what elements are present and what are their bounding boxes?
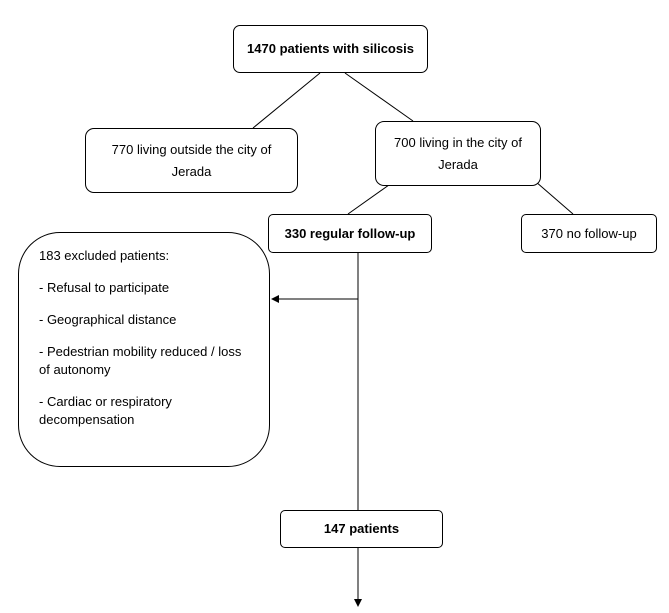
final-patients-box: 147 patients: [280, 510, 443, 548]
connector-root-outside: [252, 72, 321, 129]
inside-box: 700 living in the city of Jerada: [375, 121, 541, 186]
no-followup-box: 370 no follow-up: [521, 214, 657, 253]
regular-followup-box: 330 regular follow-up: [268, 214, 432, 253]
root-box: 1470 patients with silicosis: [233, 25, 428, 73]
final-patients-label: 147 patients: [323, 521, 400, 536]
excluded-patients-box: 183 excluded patients: - Refusal to part…: [18, 232, 270, 467]
no-followup-label: 370 no follow-up: [541, 225, 637, 241]
excluded-reason: - Cardiac or respiratory decompensation: [39, 394, 172, 427]
inside-label: 700 living in the city of Jerada: [394, 134, 522, 172]
connector-root-inside: [344, 72, 414, 122]
excluded-reason: - Refusal to participate: [39, 280, 170, 295]
excluded-reason: - Geographical distance: [39, 312, 177, 327]
excluded-title: 183 excluded patients:: [39, 248, 170, 263]
regular-followup-label: 330 regular follow-up: [284, 225, 416, 241]
outside-box: 770 living outside the city of Jerada: [85, 128, 298, 193]
root-label: 1470 patients with silicosis: [247, 41, 414, 56]
outside-label: 770 living outside the city of Jerada: [111, 141, 272, 179]
excluded-reason: - Pedestrian mobility reduced / loss of …: [39, 344, 242, 377]
